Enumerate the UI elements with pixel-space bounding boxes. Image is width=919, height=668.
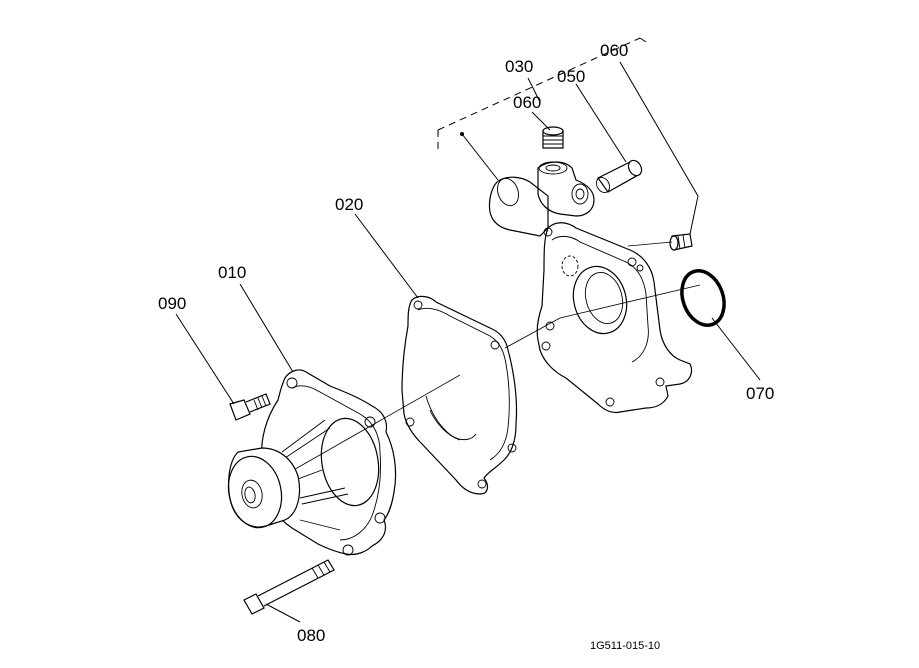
label-030: 030 xyxy=(505,57,533,76)
label-090: 090 xyxy=(158,294,186,313)
label-010: 010 xyxy=(218,263,246,282)
plug-top-part xyxy=(542,126,564,149)
assembly-bracket-030 xyxy=(437,37,647,181)
o-ring-part xyxy=(680,269,726,327)
gasket-part xyxy=(401,295,518,495)
label-020: 020 xyxy=(335,195,363,214)
bolt-long-part xyxy=(243,559,335,615)
water-pump-body-part xyxy=(227,369,397,556)
drawing-code: 1G511-015-10 xyxy=(590,640,660,652)
label-080: 080 xyxy=(297,626,325,645)
label-070: 070 xyxy=(746,384,774,403)
bolt-short-part xyxy=(229,393,271,421)
water-flange-housing-part xyxy=(488,161,693,414)
plug-right-part xyxy=(627,233,693,251)
label-060-right: 060 xyxy=(600,41,628,60)
leader-lines xyxy=(175,61,761,623)
pipe-fitting-part xyxy=(595,159,643,193)
label-060-top: 060 xyxy=(513,93,541,112)
label-050: 050 xyxy=(557,67,585,86)
